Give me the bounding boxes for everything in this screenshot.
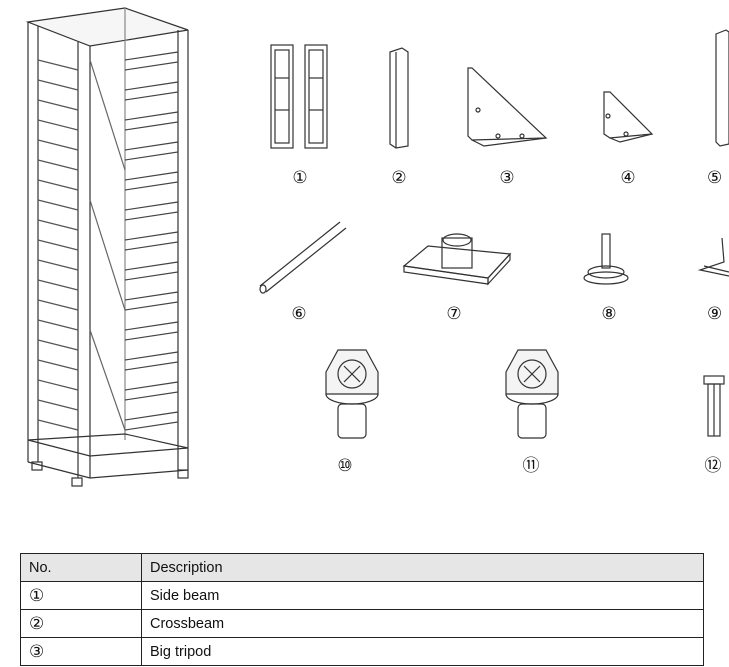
part-label-9: ⑨ bbox=[707, 304, 723, 324]
part-4-small-tripod-drawing bbox=[603, 91, 654, 143]
table-row: ② Crossbeam bbox=[20, 609, 704, 638]
parts-table: No. Description ① Side beam ② Crossbeam … bbox=[20, 553, 704, 666]
part-8-adjustable-foot-drawing bbox=[583, 233, 629, 285]
part-label-4: ④ bbox=[620, 168, 636, 188]
row-no: ① bbox=[20, 581, 142, 610]
part-5-column-drawing bbox=[715, 29, 729, 147]
table-header-row: No. Description bbox=[20, 553, 704, 582]
assembly-illustration bbox=[25, 7, 729, 487]
row-description: Side beam bbox=[141, 581, 704, 610]
part-9-bracket-drawing bbox=[697, 237, 729, 277]
part-1-side-beam-drawing bbox=[270, 44, 328, 149]
part-12-expansion-bolt-drawing bbox=[703, 375, 725, 437]
header-no: No. bbox=[20, 553, 142, 582]
row-description: Big tripod bbox=[141, 637, 704, 666]
table-row: ③ Big tripod bbox=[20, 637, 704, 666]
part-label-7: ⑦ bbox=[446, 304, 462, 324]
row-description: Crossbeam bbox=[141, 609, 704, 638]
part-10-screw-drawing bbox=[325, 349, 379, 439]
part-label-12: ⑫ bbox=[704, 456, 722, 476]
part-label-11: ⑪ bbox=[522, 456, 540, 476]
part-label-8: ⑧ bbox=[601, 304, 617, 324]
row-no: ② bbox=[20, 609, 142, 638]
part-label-3: ③ bbox=[499, 168, 515, 188]
part-2-crossbeam-drawing bbox=[389, 47, 409, 149]
assembled-rack-drawing bbox=[25, 7, 189, 487]
header-description: Description bbox=[141, 553, 704, 582]
part-label-1: ① bbox=[292, 168, 308, 188]
part-11-screw-drawing bbox=[505, 349, 559, 439]
part-label-10: ⑩ bbox=[337, 456, 353, 476]
part-label-6: ⑥ bbox=[291, 304, 307, 324]
part-7-base-plate-drawing bbox=[402, 233, 512, 286]
row-no: ③ bbox=[20, 637, 142, 666]
part-label-5: ⑤ bbox=[707, 168, 723, 188]
part-6-rod-drawing bbox=[259, 221, 347, 294]
part-3-big-tripod-drawing bbox=[467, 67, 548, 147]
part-label-2: ② bbox=[391, 168, 407, 188]
table-row: ① Side beam bbox=[20, 581, 704, 610]
